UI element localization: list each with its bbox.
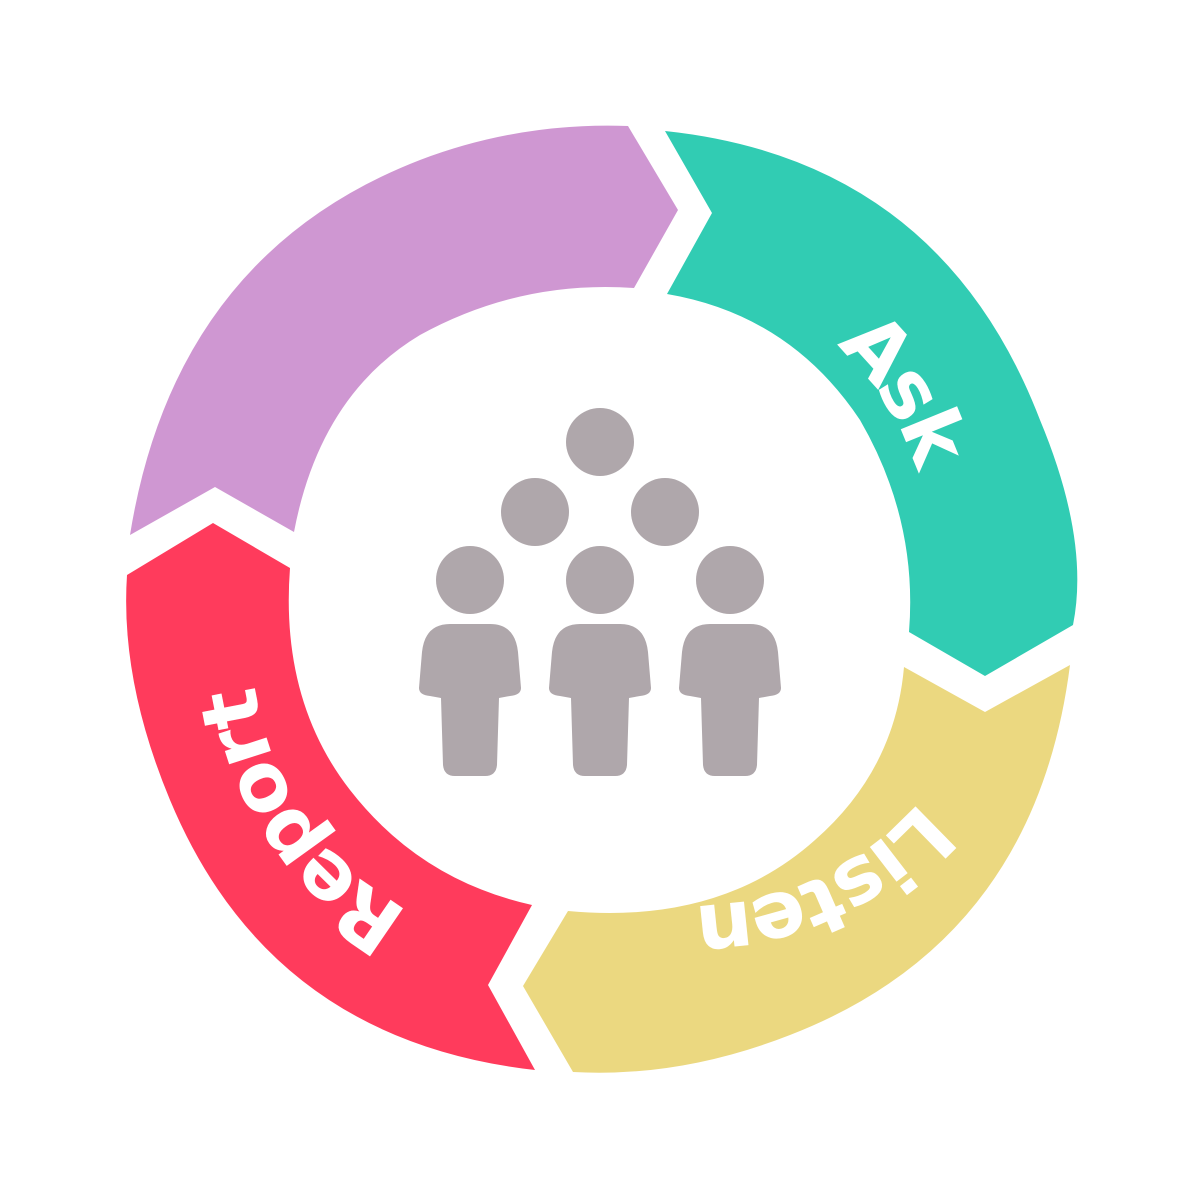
person-head-right bbox=[696, 546, 764, 614]
segment-ask bbox=[665, 131, 1078, 676]
person-head-upper-left bbox=[501, 478, 569, 546]
person-head-top bbox=[566, 408, 634, 476]
segment-engage bbox=[130, 125, 678, 535]
person-head-upper-right bbox=[631, 478, 699, 546]
person-body-center bbox=[549, 624, 651, 776]
segment-listen-label: Listen bbox=[692, 788, 973, 981]
person-head-left bbox=[436, 546, 504, 614]
person-head-center bbox=[566, 546, 634, 614]
group-of-people-icon bbox=[419, 408, 781, 776]
person-body-left bbox=[419, 624, 521, 776]
segment-report bbox=[126, 523, 535, 1070]
person-body-right bbox=[679, 624, 781, 776]
segment-listen bbox=[523, 665, 1070, 1073]
